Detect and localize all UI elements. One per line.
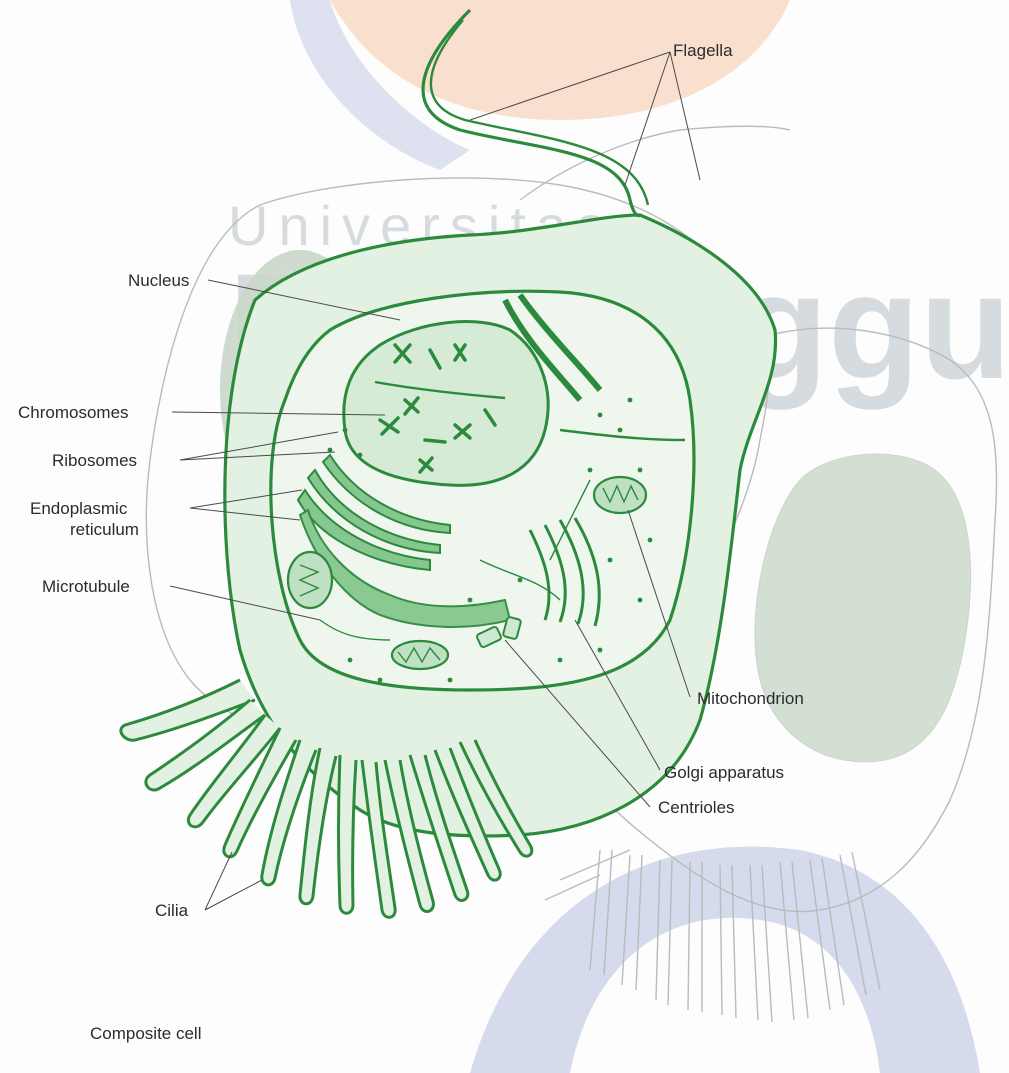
label-ribosomes: Ribosomes [52,451,137,470]
label-flagella: Flagella [673,41,733,60]
label-centrioles: Centrioles [658,798,735,817]
grey-flagellum [520,126,790,200]
mitochondrion-2 [288,552,332,608]
watermark-blue-arc-bottom [470,847,980,1073]
label-nucleus: Nucleus [128,271,189,290]
label-golgi: Golgi apparatus [664,763,784,782]
label-chromosomes: Chromosomes [18,403,129,422]
label-microtubule: Microtubule [42,577,130,596]
label-cilia: Cilia [155,901,189,920]
leader-cilia [205,852,262,910]
label-er-line2: reticulum [70,520,139,539]
watermark-orange-arc [330,0,790,120]
label-er-line1: Endoplasmic [30,499,128,518]
caption: Composite cell [90,1024,202,1043]
mitochondrion-1 [594,477,646,513]
grey-nucleus-right [755,454,971,762]
label-mitochondrion: Mitochondrion [697,689,804,708]
